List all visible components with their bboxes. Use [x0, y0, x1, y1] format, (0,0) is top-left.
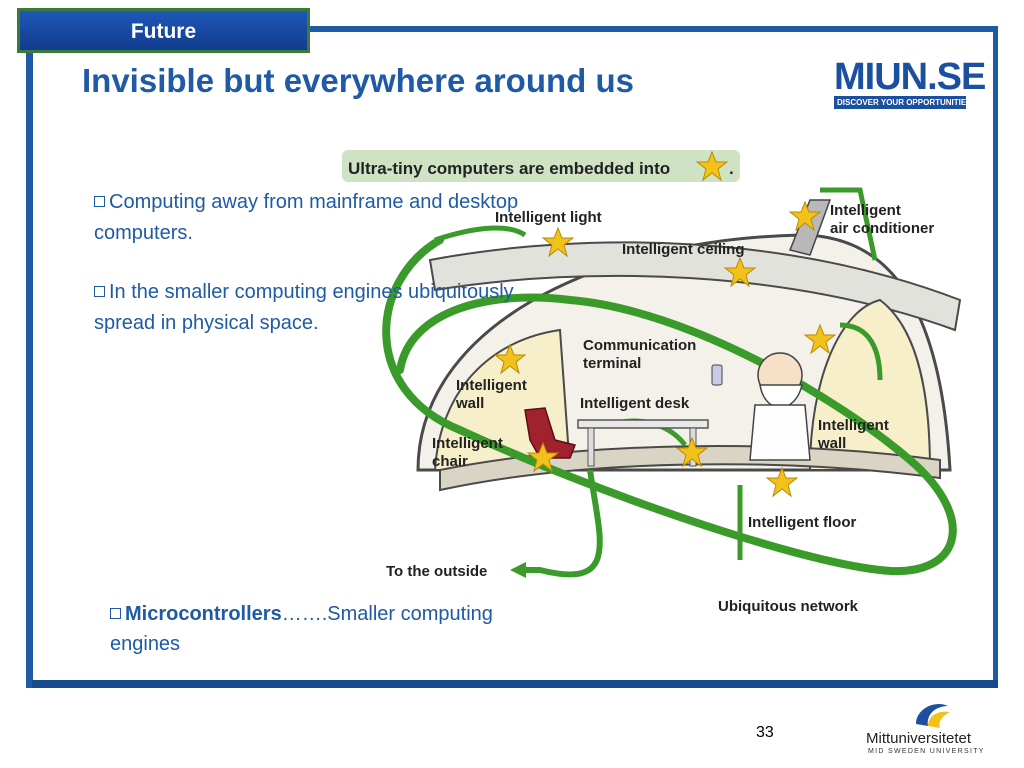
network-link-outside — [520, 469, 603, 578]
page-number: 33 — [756, 724, 774, 741]
label-chair-line1: Intelligent — [432, 435, 503, 452]
star-chair-icon — [526, 441, 560, 473]
star-desk-icon — [675, 436, 709, 468]
star-light-icon — [541, 226, 575, 258]
checkbox-bullet-icon — [94, 196, 105, 207]
label-to-the-outside: To the outside — [386, 563, 487, 580]
microcontrollers-term: Microcontrollers — [125, 603, 282, 625]
logo-wordmark: MIUN.SE — [834, 56, 986, 98]
stars — [493, 200, 837, 498]
bullet-item: In the smaller computing engines ubiquit… — [94, 277, 564, 339]
dome-ceiling — [428, 241, 962, 332]
label-aircon-line1: Intelligent — [830, 202, 901, 219]
label-wall-right-line1: Intelligent — [818, 417, 889, 434]
diagram-banner-box — [342, 150, 740, 182]
label-wall-right-line2: wall — [817, 435, 846, 452]
label-wall-left-line2: wall — [455, 395, 484, 412]
label-intelligent-desk: Intelligent desk — [580, 395, 690, 412]
microcontrollers-note: Microcontrollers…….Smaller computing eng… — [110, 599, 530, 659]
ubiquitous-network-loop — [382, 236, 957, 576]
frame-shadow — [32, 680, 998, 688]
banner-star-icon — [695, 150, 729, 182]
bullet-item: Computing away from mainframe and deskto… — [94, 187, 564, 249]
slide-title: Invisible but everywhere around us — [82, 62, 634, 99]
diagram-banner-text: Ultra-tiny computers are embedded into — [348, 159, 670, 178]
checkbox-bullet-icon — [110, 608, 121, 619]
star-floor-icon — [765, 466, 799, 498]
star-wall-right-icon — [803, 323, 837, 355]
outside-arrowhead — [510, 562, 526, 578]
diagram-banner-end: . — [729, 159, 734, 178]
logo-tagline: DISCOVER YOUR OPPORTUNITIES — [834, 96, 972, 109]
star-aircon-icon — [788, 200, 822, 232]
miun-logo: MIUN.SE DISCOVER YOUR OPPORTUNITIES — [834, 56, 986, 112]
checkbox-bullet-icon — [94, 286, 105, 297]
label-intelligent-ceiling: Intelligent ceiling — [622, 241, 745, 258]
desk-top — [577, 419, 709, 429]
professor-body — [749, 404, 811, 461]
university-subtitle: MID SWEDEN UNIVERSITY — [868, 748, 985, 755]
bullet-text: In the smaller computing engines ubiquit… — [94, 281, 514, 334]
bullet-list: Computing away from mainframe and deskto… — [94, 187, 564, 367]
label-comm-line1: Communication — [583, 337, 696, 354]
star-wall-left-icon — [493, 343, 527, 375]
label-aircon-line2: air conditioner — [830, 220, 934, 237]
communication-terminal-icon — [711, 364, 723, 386]
university-name: Mittuniversitetet — [866, 730, 972, 747]
section-tab: Future — [17, 8, 310, 53]
star-ceiling-icon — [723, 256, 757, 288]
label-wall-left-line1: Intelligent — [456, 377, 527, 394]
label-intelligent-light: Intelligent light — [495, 209, 602, 226]
ubiquitous-computing-diagram: Ultra-tiny computers are embedded into .… — [342, 150, 962, 615]
bullet-text: Computing away from mainframe and deskto… — [94, 191, 519, 244]
label-intelligent-floor: Intelligent floor — [748, 514, 856, 531]
label-chair-line2: chair — [432, 453, 468, 470]
mittuniversitetet-logo: Mittuniversitetet MID SWEDEN UNIVERSITY — [866, 698, 996, 760]
label-comm-line2: terminal — [583, 355, 641, 372]
network-link-aircon — [820, 187, 878, 261]
network-link-wall-right — [839, 322, 883, 381]
microcontrollers-desc: …….Smaller computing engines — [110, 603, 493, 655]
chair-shape — [524, 407, 577, 459]
section-tab-label: Future — [130, 20, 197, 43]
desk-leg-left — [587, 427, 595, 467]
university-emblem-icon — [916, 704, 950, 728]
label-ubiquitous-network: Ubiquitous network — [718, 598, 859, 615]
network-link-light — [434, 225, 527, 243]
